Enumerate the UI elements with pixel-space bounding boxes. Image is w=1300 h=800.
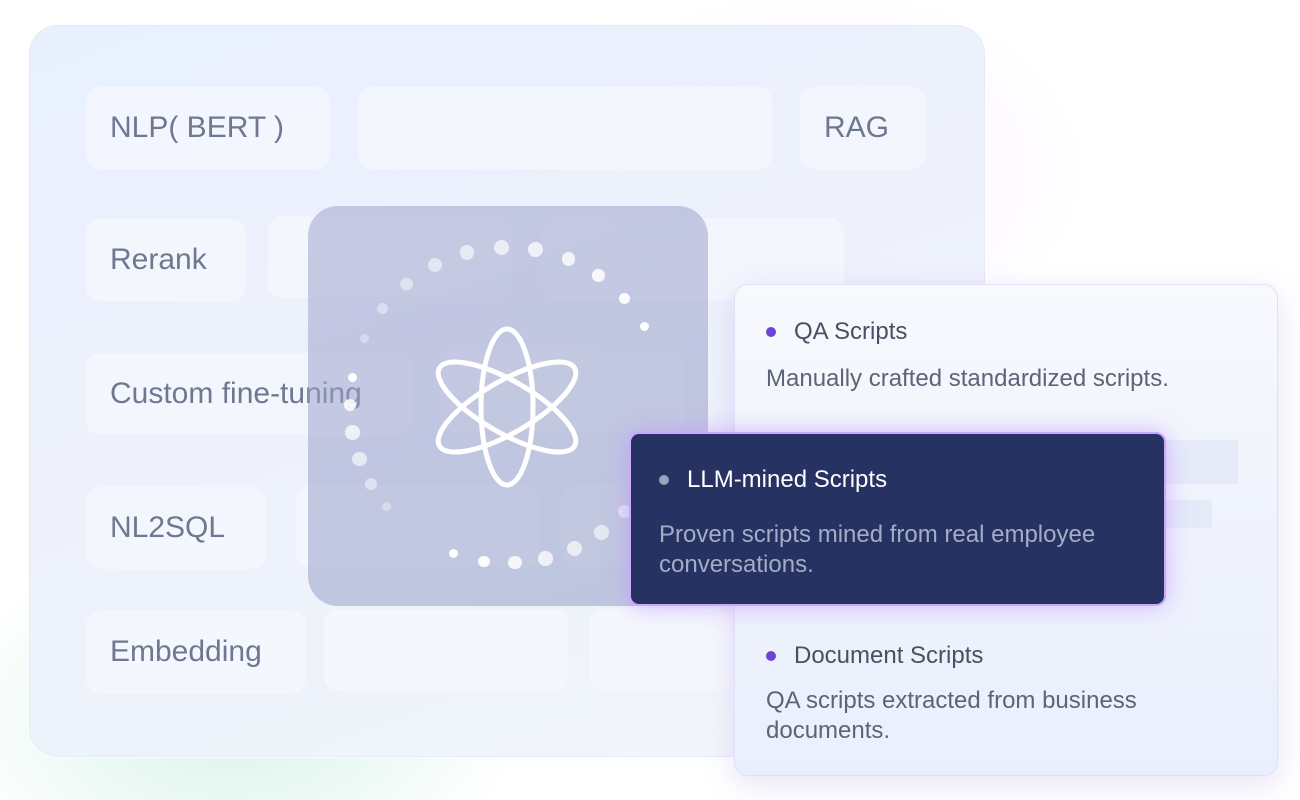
ring-dot [528,242,543,257]
item-document-scripts[interactable]: Document Scripts [766,642,983,670]
ring-dot [377,303,389,315]
chip-nlp-bert: NLP( BERT ) [86,87,330,169]
item-description: QA scripts extracted from business docum… [766,687,1137,744]
item-title: LLM-mined Scripts [687,466,888,493]
chip-empty [358,87,772,169]
ring-dot [400,277,413,291]
ring-dot [594,525,609,540]
ring-dot [428,257,442,272]
atom-icon [435,326,579,488]
scripts-card: QA Scripts Manually crafted standardized… [734,284,1278,776]
chip-embedding: Embedding [86,611,306,693]
ring-dot [478,555,490,567]
ring-dot [382,502,392,512]
bullet-dot [659,475,669,485]
ring-dot [364,477,378,491]
chip-nl2sql: NL2SQL [86,487,266,569]
ring-dot [538,551,553,566]
chip-rag: RAG [800,87,926,169]
ring-dot [508,556,522,570]
item-qa-scripts[interactable]: QA Scripts [766,318,907,346]
item-title: QA Scripts [794,318,908,345]
ring-dot [592,269,605,282]
ring-dot [345,425,360,440]
bullet-dot [766,327,776,337]
item-description: Manually crafted standardized scripts. [766,365,1169,392]
ring-dot [360,333,370,343]
ring-dot [459,245,475,260]
ring-dot [561,252,576,266]
ring-dot [347,373,357,383]
item-title: Document Scripts [794,642,984,669]
chip-rerank: Rerank [86,219,246,301]
ring-dot [640,321,650,331]
ring-dot [343,398,357,412]
chip-empty [324,609,568,691]
ring-dot [619,292,630,304]
ring-dot [567,540,583,556]
ring-dot [493,239,509,255]
ring-dot [617,505,632,519]
item-description: Proven scripts mined from real employee … [659,521,1096,578]
ring-dot [449,548,459,558]
chip-empty [590,609,730,691]
item-llm-mined-scripts[interactable]: LLM-mined Scripts Proven scripts mined f… [629,432,1166,606]
bullet-dot [766,651,776,661]
ring-dot [352,451,367,467]
